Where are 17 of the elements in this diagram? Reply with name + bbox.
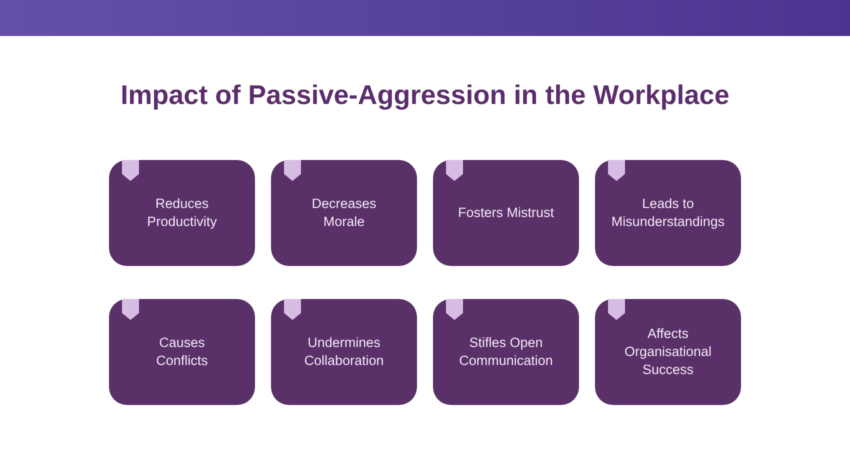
rounded-card (595, 160, 741, 266)
card-text: Leads to Misunderstandings (610, 195, 726, 231)
card-text: Reduces Productivity (146, 195, 218, 231)
title: Impact of Passive-Aggression in the Workplace (120, 80, 730, 111)
rounded-card (271, 160, 417, 266)
card-text: Decreases Morale (310, 195, 378, 231)
rounded-card (433, 160, 579, 266)
rounded-card (109, 299, 255, 405)
card-text: Stifles Open Communication (458, 334, 554, 370)
rounded-card (595, 299, 741, 405)
card-text: Causes Conflicts (155, 334, 209, 370)
rounded-card (109, 160, 255, 266)
rounded-card (433, 299, 579, 405)
rounded-card (271, 299, 417, 405)
card-text: Fosters Mistrust (456, 204, 555, 222)
card-text: Affects Organisational Success (623, 325, 713, 379)
card-text: Undermines Collaboration (303, 334, 385, 370)
